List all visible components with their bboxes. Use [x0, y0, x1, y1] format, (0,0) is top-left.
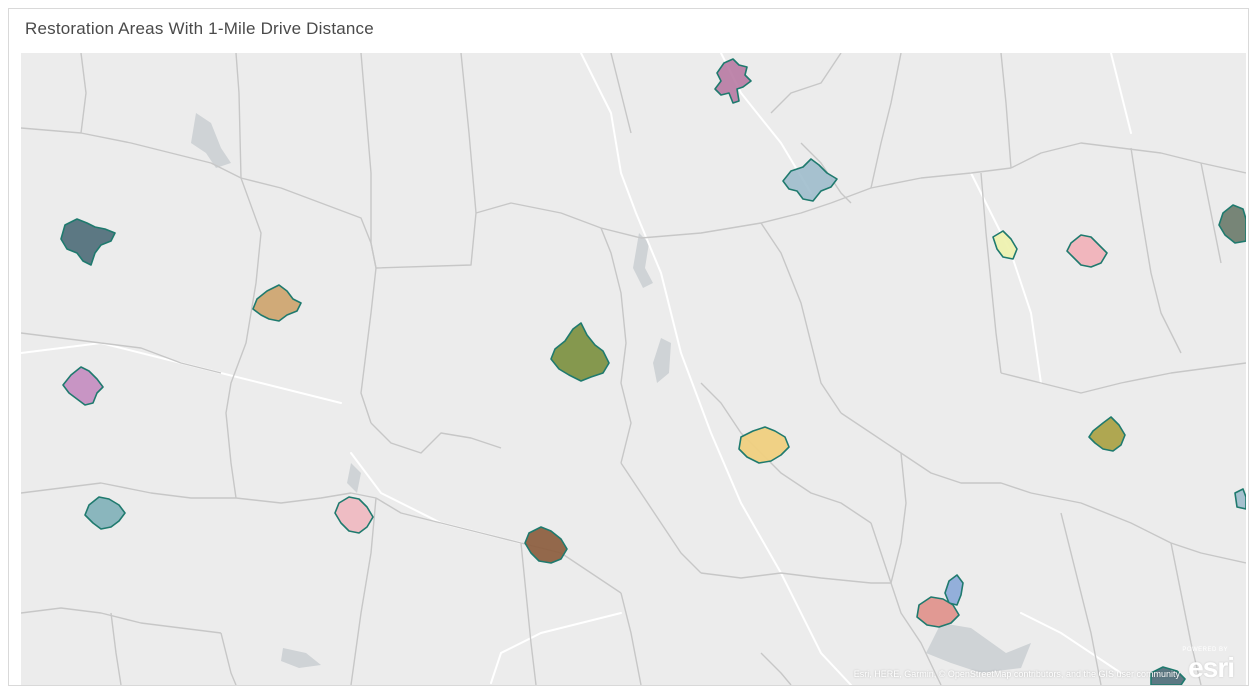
restoration-area[interactable] [1088, 416, 1126, 452]
water-body [191, 113, 231, 168]
restoration-area[interactable] [524, 526, 568, 564]
water-body [633, 233, 653, 288]
restoration-area[interactable] [550, 322, 610, 382]
restoration-area[interactable] [944, 574, 964, 606]
restoration-area[interactable] [714, 58, 752, 104]
water-body [926, 623, 1031, 673]
restoration-area[interactable] [738, 426, 790, 464]
restoration-area[interactable] [1234, 488, 1246, 510]
water-body [281, 648, 321, 668]
boundaries [21, 53, 1246, 685]
basemap [21, 53, 1246, 685]
restoration-areas[interactable] [60, 58, 1246, 685]
restoration-area[interactable] [1218, 204, 1246, 244]
esri-logo[interactable]: POWERED BY esri [1180, 647, 1238, 683]
restoration-area[interactable] [1066, 234, 1108, 268]
map-view[interactable]: Esri, HERE, Garmin, © OpenStreetMap cont… [21, 53, 1246, 685]
restoration-area[interactable] [84, 496, 126, 530]
map-attribution[interactable]: Esri, HERE, Garmin, © OpenStreetMap cont… [853, 669, 1180, 679]
card-title: Restoration Areas With 1-Mile Drive Dist… [25, 19, 374, 38]
water-body [653, 338, 671, 383]
powered-by-label: POWERED BY [1182, 647, 1228, 653]
restoration-area[interactable] [782, 158, 838, 202]
restoration-area[interactable] [1150, 666, 1186, 685]
restoration-area[interactable] [992, 230, 1018, 260]
restoration-area[interactable] [334, 496, 374, 534]
restoration-area[interactable] [916, 596, 960, 628]
map-card: Restoration Areas With 1-Mile Drive Dist… [8, 8, 1249, 686]
restoration-area[interactable] [62, 366, 104, 406]
restoration-area[interactable] [252, 284, 302, 322]
restoration-area[interactable] [60, 218, 116, 266]
water-body [347, 463, 361, 493]
esri-wordmark: esri [1188, 652, 1235, 683]
